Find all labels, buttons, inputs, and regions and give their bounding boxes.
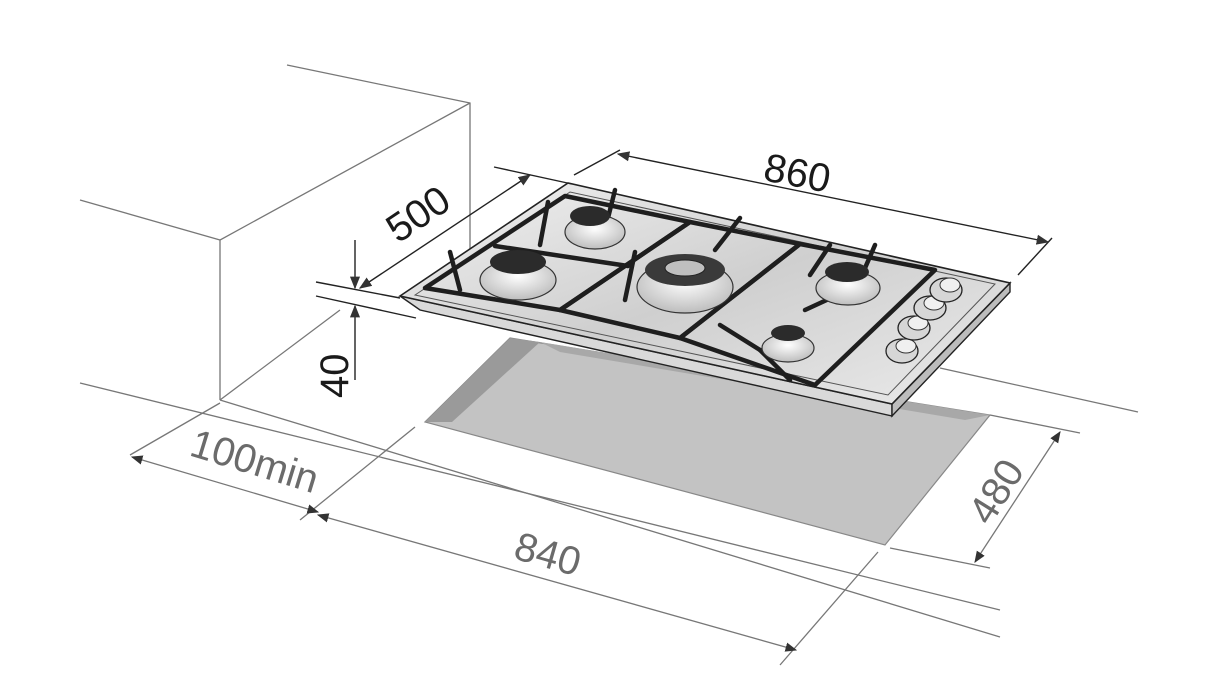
label-860: 860 <box>760 146 834 202</box>
label-500: 500 <box>378 178 458 252</box>
label-100min: 100min <box>185 422 323 502</box>
gas-hob <box>398 182 1012 418</box>
control-knobs <box>885 277 963 364</box>
burner-rear-right <box>815 262 881 306</box>
knob-3 <box>913 295 947 321</box>
knob-4 <box>929 277 963 303</box>
label-40: 40 <box>313 354 357 399</box>
label-480: 480 <box>960 452 1033 532</box>
burner-rear-left <box>564 206 626 250</box>
burner-center-wok <box>636 254 734 314</box>
dimension-cutout-width: 840 <box>316 513 879 666</box>
knob-1 <box>885 338 919 364</box>
burner-front-right <box>761 325 815 363</box>
dimension-min-clearance: 100min <box>129 402 416 521</box>
dimension-hob-height: 40 <box>313 240 417 399</box>
label-840: 840 <box>510 524 586 585</box>
